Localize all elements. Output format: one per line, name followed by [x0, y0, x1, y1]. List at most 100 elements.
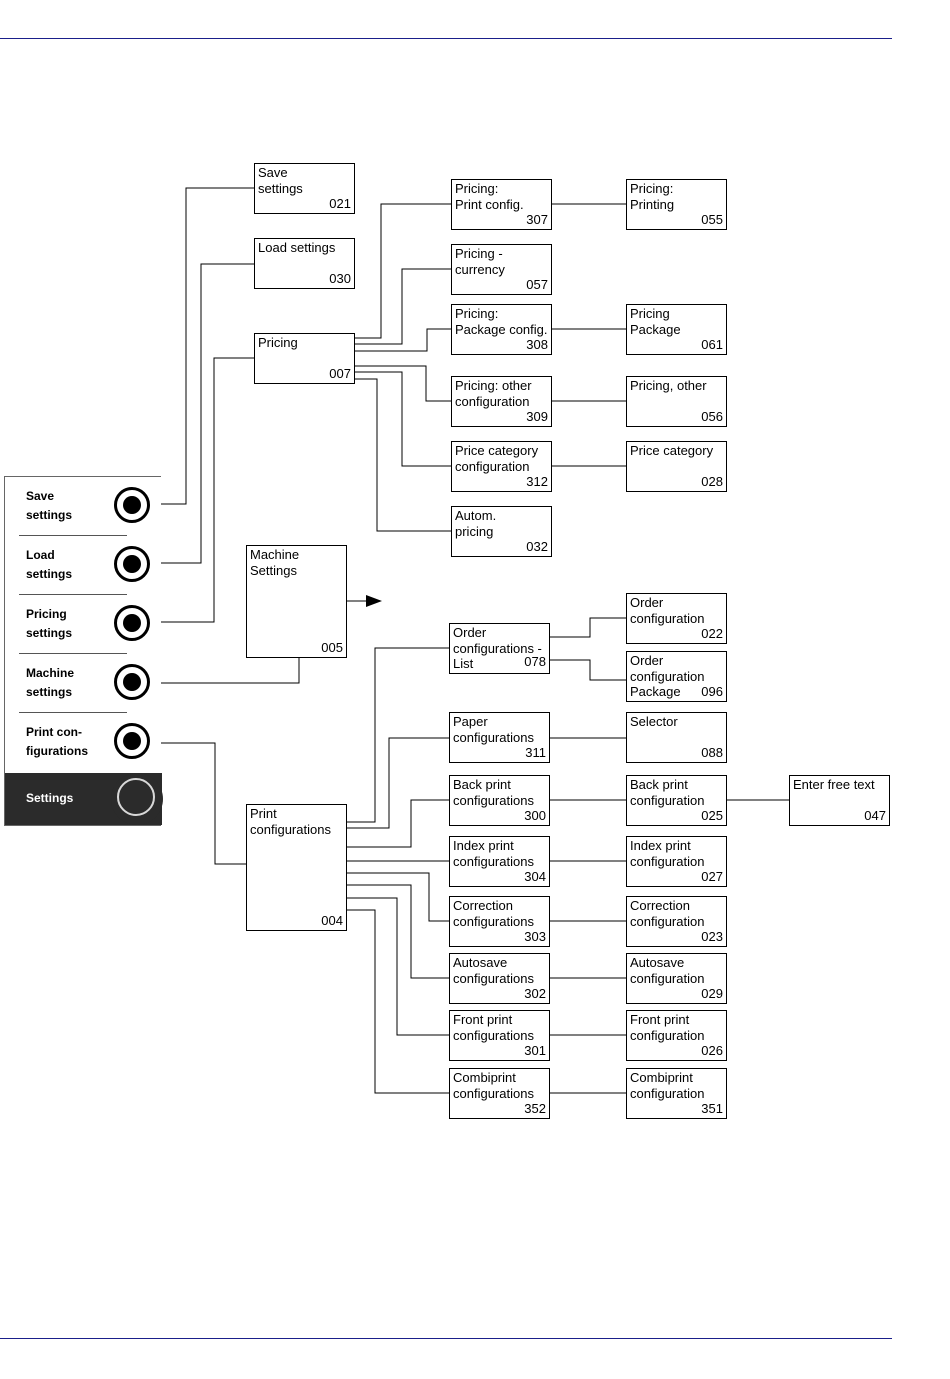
box-label: Selector [630, 714, 678, 729]
box-label: Print configurations [250, 806, 331, 837]
box-front-print-configurations: Front print configurations 301 [449, 1010, 550, 1061]
box-label: Order configuration Package [630, 653, 705, 699]
load-settings-knob-icon[interactable] [114, 546, 150, 582]
box-code: 022 [701, 626, 723, 641]
box-label: Autom. pricing [455, 508, 497, 539]
box-pricing: Pricing 007 [254, 333, 355, 384]
box-code: 304 [524, 869, 546, 884]
connector-078 [347, 647, 450, 823]
top-rule [0, 38, 892, 39]
panel-row-pricing-settings[interactable]: Pricing settings [5, 595, 157, 654]
print-configurations-knob-icon[interactable] [114, 723, 150, 759]
arrow-head-icon [366, 595, 382, 607]
connector-print [155, 742, 247, 865]
box-paper-configurations: Paper configurations 311 [449, 712, 550, 763]
settings-panel: Save settings Load settings Pricing sett… [4, 476, 163, 826]
panel-row-machine-settings[interactable]: Machine settings [5, 654, 157, 713]
panel-divider [19, 653, 127, 654]
box-code: 007 [329, 366, 351, 381]
box-price-category-configuration: Price category configuration 312 [451, 441, 552, 492]
panel-label: Machine settings [26, 666, 75, 699]
box-order-configurations-list: Order configurations - List 078 [449, 623, 550, 674]
box-index-print-configuration: Index print configuration 027 [626, 836, 727, 887]
pricing-settings-knob-icon[interactable] [114, 605, 150, 641]
box-correction-configurations: Correction configurations 303 [449, 896, 550, 947]
connector-311 [347, 737, 450, 829]
box-back-print-configuration: Back print configuration 025 [626, 775, 727, 826]
box-order-configuration-package: Order configuration Package 096 [626, 651, 727, 702]
box-code: 078 [524, 654, 546, 669]
panel-row-load-settings[interactable]: Load settings [5, 536, 157, 595]
box-label: Correction configuration [630, 898, 705, 929]
box-back-print-configurations: Back print configurations 300 [449, 775, 550, 826]
box-label: Index print configuration [630, 838, 705, 869]
box-pricing-print-config: Pricing: Print config. 307 [451, 179, 552, 230]
panel-divider [19, 594, 127, 595]
box-label: Machine Settings [250, 547, 300, 578]
machine-settings-knob-icon[interactable] [114, 664, 150, 700]
connector-307 [355, 203, 452, 339]
connector-032 [355, 378, 452, 532]
connector-301 [347, 897, 450, 1036]
connector-303 [347, 872, 450, 922]
box-label: Pricing, other [630, 378, 707, 393]
box-label: Price category configuration [455, 443, 539, 474]
box-code: 027 [701, 869, 723, 884]
panel-label: Print con- figurations [26, 725, 88, 758]
box-pricing-other-configuration: Pricing: other configuration 309 [451, 376, 552, 427]
box-index-print-configurations: Index print configurations 304 [449, 836, 550, 887]
box-code: 351 [701, 1101, 723, 1116]
box-correction-configuration: Correction configuration 023 [626, 896, 727, 947]
box-order-configuration: Order configuration 022 [626, 593, 727, 644]
box-code: 047 [864, 808, 886, 823]
box-label: Back print configurations [453, 777, 534, 808]
box-code: 026 [701, 1043, 723, 1058]
box-front-print-configuration: Front print configuration 026 [626, 1010, 727, 1061]
box-code: 312 [526, 474, 548, 489]
box-label: Combiprint configurations [453, 1070, 534, 1101]
box-label: Enter free text [793, 777, 875, 792]
box-code: 307 [526, 212, 548, 227]
connector-308 [355, 328, 452, 352]
box-code: 004 [321, 913, 343, 928]
box-code: 309 [526, 409, 548, 424]
panel-row-save-settings[interactable]: Save settings [5, 477, 157, 536]
connector-312 [355, 371, 452, 467]
panel-row-print-configurations[interactable]: Print con- figurations [5, 713, 157, 772]
settings-knob-icon[interactable] [111, 773, 163, 825]
box-combiprint-configurations: Combiprint configurations 352 [449, 1068, 550, 1119]
panel-label: Load settings [26, 548, 73, 581]
box-code: 025 [701, 808, 723, 823]
box-code: 028 [701, 474, 723, 489]
connector-load [155, 263, 255, 564]
box-code: 055 [701, 212, 723, 227]
panel-divider [19, 535, 127, 536]
box-code: 311 [525, 745, 546, 760]
box-label: Paper configurations [453, 714, 534, 745]
box-code: 032 [526, 539, 548, 554]
box-code: 301 [524, 1043, 546, 1058]
box-autosave-configuration: Autosave configuration 029 [626, 953, 727, 1004]
connector-save [155, 187, 255, 505]
box-machine-settings: Machine Settings 005 [246, 545, 347, 658]
connector-352 [347, 909, 450, 1094]
box-label: Front print configuration [630, 1012, 705, 1043]
box-label: Order configuration [630, 595, 705, 626]
box-code: 352 [524, 1101, 546, 1116]
box-code: 057 [526, 277, 548, 292]
box-label: Pricing - currency [455, 246, 505, 277]
box-code: 030 [329, 271, 351, 286]
box-print-configurations: Print configurations 004 [246, 804, 347, 931]
box-code: 303 [524, 929, 546, 944]
settings-tab[interactable]: Settings [5, 773, 163, 825]
connector-309 [355, 365, 452, 402]
box-label: Correction configurations [453, 898, 534, 929]
settings-tab-label: Settings [26, 791, 74, 805]
box-label: Autosave configurations [453, 955, 534, 986]
box-label: Combiprint configuration [630, 1070, 705, 1101]
save-settings-knob-icon[interactable] [114, 487, 150, 523]
connector-096 [550, 659, 627, 681]
box-pricing-package-config: Pricing: Package config. 308 [451, 304, 552, 355]
box-autosave-configurations: Autosave configurations 302 [449, 953, 550, 1004]
box-price-category: Price category 028 [626, 441, 727, 492]
